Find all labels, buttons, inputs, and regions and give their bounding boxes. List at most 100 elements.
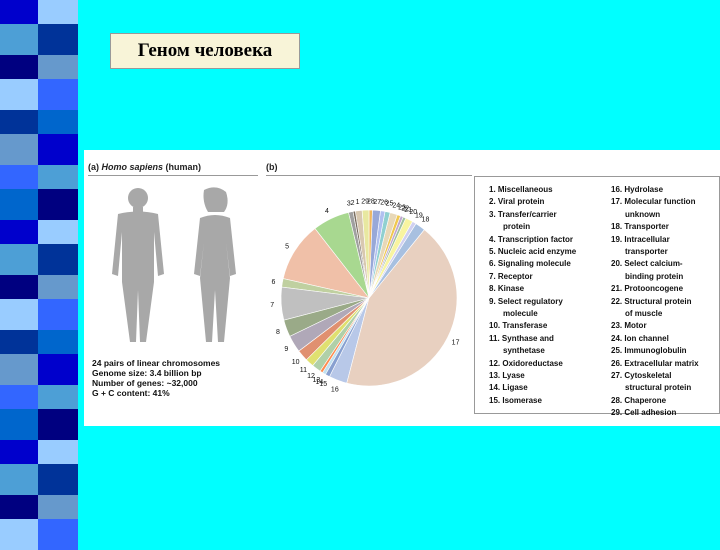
stripe-block (0, 110, 38, 134)
pie-label-3: 3 (347, 201, 351, 208)
pie-label-8: 8 (276, 329, 280, 336)
stripe-block (0, 354, 38, 385)
pie-label-13: 13 (313, 377, 321, 384)
pie-label-28: 28 (367, 199, 375, 206)
legend-line: 22. Structural protein (611, 296, 692, 306)
stripe-block (38, 55, 78, 79)
legend-line: 23. Motor (611, 321, 647, 331)
stripe-block (0, 519, 38, 550)
stripe-block (0, 440, 38, 464)
male-figure (112, 188, 164, 342)
pie-slice-17 (346, 229, 458, 387)
stripe-block (0, 189, 38, 220)
protein-function-pie-chart: 1234567891011121314151617181920212223242… (270, 199, 460, 394)
genome-figure: (a) Homo sapiens (human) 24 pairs of lin… (84, 150, 720, 426)
stripe-block (38, 440, 78, 464)
pie-label-17: 17 (452, 339, 460, 346)
female-figure (194, 187, 236, 342)
legend-line: protein (503, 222, 531, 232)
stripe-block (0, 330, 38, 354)
pie-label-23: 23 (398, 204, 406, 211)
legend-line: 17. Molecular function (611, 197, 696, 207)
legend-line: 3. Transfer/carrier (489, 209, 557, 219)
stripe-block (0, 79, 38, 110)
legend-line: molecule (503, 309, 538, 318)
stripe-block (38, 220, 78, 244)
stripe-block (38, 110, 78, 134)
pie-label-29: 29 (361, 199, 369, 206)
stat-chromosomes: 24 pairs of linear chromosomes (92, 358, 221, 368)
stripe-block (38, 79, 78, 110)
stripe-block (38, 0, 78, 24)
legend-line: 27. Cytoskeletal (611, 371, 672, 380)
pie-label-16: 16 (331, 386, 339, 393)
stripe-block (0, 165, 38, 189)
stripe-block (38, 464, 78, 495)
legend-line: 21. Protooncogene (611, 284, 684, 294)
pie-label-4: 4 (325, 208, 329, 215)
pie-label-11: 11 (300, 367, 307, 374)
pie-label-5: 5 (285, 243, 289, 250)
panel-a-header: (a) Homo sapiens (human) (88, 162, 201, 172)
legend-line: 28. Chaperone (611, 395, 667, 405)
legend-line: 9. Select regulatory (489, 296, 563, 306)
stripe-block (0, 385, 38, 409)
legend-line: transporter (625, 247, 668, 256)
stripe-block (38, 409, 78, 440)
legend-line: 26. Extracellular matrix (611, 358, 699, 368)
stripe-block (0, 495, 38, 519)
stripe-block (38, 134, 78, 165)
legend-line: 1. Miscellaneous (489, 185, 553, 194)
stripe-block (38, 330, 78, 354)
legend-line: 6. Signaling molecule (489, 259, 571, 269)
stripe-block (38, 189, 78, 220)
pie-slice-29 (361, 209, 370, 299)
panel-a-rule (88, 175, 258, 176)
panel-b-rule (266, 175, 472, 176)
legend-line: 4. Transcription factor (489, 234, 574, 244)
stripe-block (0, 275, 38, 299)
species-name: Homo sapiens (101, 162, 164, 172)
pie-label-26: 26 (380, 200, 388, 207)
pie-label-12: 12 (307, 373, 315, 380)
decorative-stripe (0, 0, 78, 550)
legend-line: structural protein (625, 383, 692, 393)
pie-label-6: 6 (272, 279, 276, 286)
pie-label-14: 14 (316, 379, 324, 386)
stripe-block (0, 0, 38, 24)
legend-line: 16. Hydrolase (611, 185, 664, 194)
pie-label-25: 25 (386, 201, 394, 208)
legend-line: binding protein (625, 271, 684, 281)
legend-line: 7. Receptor (489, 271, 533, 281)
legend-line: 12. Oxidoreductase (489, 358, 563, 368)
legend-line: synthetase (503, 346, 545, 356)
stat-gc-content: G + C content: 41% (92, 388, 170, 398)
pie-label-7: 7 (270, 302, 274, 309)
stripe-block (38, 275, 78, 299)
stripe-block (0, 134, 38, 165)
pie-label-24: 24 (392, 202, 400, 209)
legend-line: of muscle (625, 309, 663, 318)
pie-label-9: 9 (284, 346, 288, 353)
pie-label-21: 21 (404, 207, 412, 214)
stripe-block (38, 495, 78, 519)
panel-b-header: (b) (266, 162, 278, 172)
stripe-block (0, 220, 38, 244)
species-common-name: (human) (165, 162, 202, 172)
stripe-block (0, 299, 38, 330)
legend-line: 8. Kinase (489, 284, 525, 294)
legend-line: 5. Nucleic acid enzyme (489, 247, 577, 256)
stripe-block (38, 385, 78, 409)
stripe-block (38, 165, 78, 189)
stripe-block (0, 464, 38, 495)
legend-line: 19. Intracellular (611, 234, 670, 244)
legend-line: 18. Transporter (611, 222, 669, 232)
pie-label-15: 15 (319, 381, 327, 388)
pie-label-20: 20 (409, 209, 417, 216)
legend-line: 15. Isomerase (489, 395, 542, 405)
panel-b-label: (b) (266, 162, 278, 172)
stripe-block (0, 409, 38, 440)
legend-line: 24. Ion channel (611, 333, 669, 343)
